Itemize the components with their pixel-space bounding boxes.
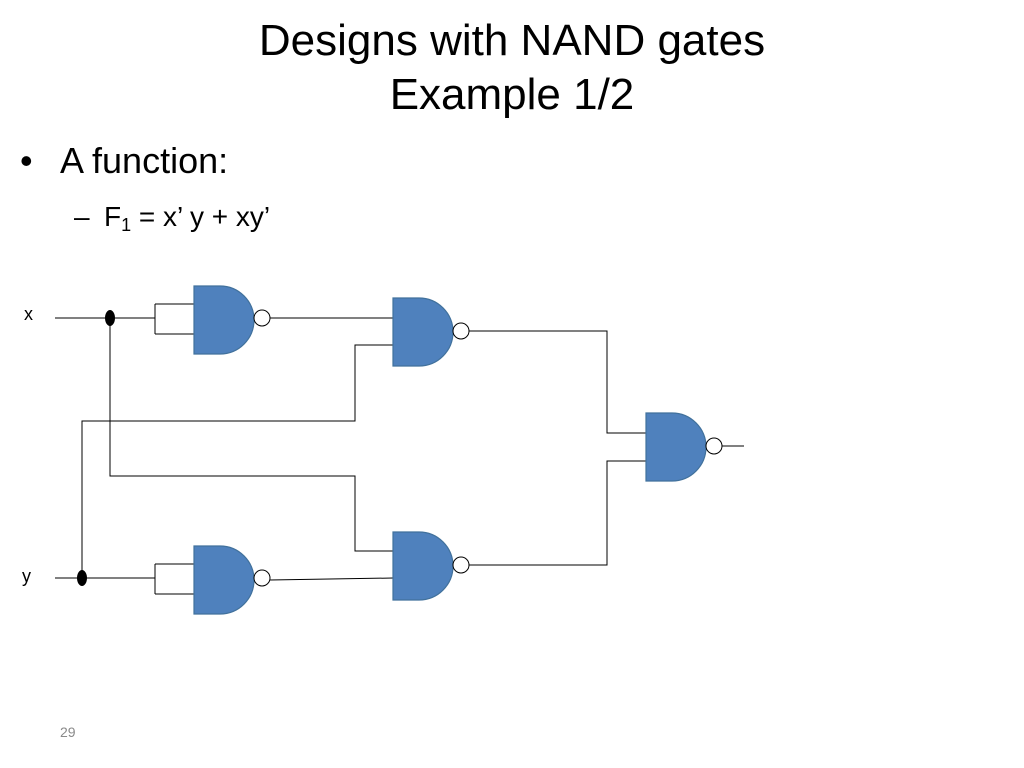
function-name: F <box>104 201 122 232</box>
gate3-bubble <box>253 569 271 587</box>
gate2-bubble <box>452 322 470 340</box>
function-expression: = x’ y + xy’ <box>131 201 271 232</box>
title-line-2: Example 1/2 <box>389 70 635 119</box>
page-number: 29 <box>60 724 76 740</box>
bullet-text: A function: <box>60 140 229 181</box>
wire-x-to-gate4 <box>109 318 393 552</box>
sub-bullet-item: –F1 = x’ y + xy’ <box>74 199 270 235</box>
wire-y-to-gate2 <box>81 344 393 578</box>
junction-dot-x <box>105 310 115 326</box>
function-subscript: 1 <box>121 215 132 235</box>
bullet-item: • A function: <box>20 138 228 184</box>
bullet-dot: • <box>20 140 33 181</box>
input-label-x: x <box>24 304 33 324</box>
input-label-y: y <box>22 566 31 586</box>
nand-gate-5 <box>645 412 707 482</box>
gate4-bubble <box>452 556 470 574</box>
nand-gate-4 <box>392 531 454 601</box>
slide-title: Designs with NAND gates Example 1/2 <box>0 14 1024 122</box>
title-line-1: Designs with NAND gates <box>258 16 766 65</box>
sub-bullet-dash: – <box>74 201 90 232</box>
wire-gate4-to-gate5 <box>469 460 646 566</box>
nand-gate-3 <box>193 545 255 615</box>
wire-gate1-inputs <box>110 303 194 335</box>
gate1-bubble <box>253 309 271 327</box>
wire-gate2-to-gate5 <box>469 330 646 434</box>
wire-gate3-inputs <box>82 563 194 595</box>
wire-gate3-to-gate4 <box>269 577 394 581</box>
junction-dot-y <box>77 570 87 586</box>
gate5-bubble <box>705 437 723 455</box>
nand-gate-1 <box>193 285 255 355</box>
nand-gate-2 <box>392 297 454 367</box>
